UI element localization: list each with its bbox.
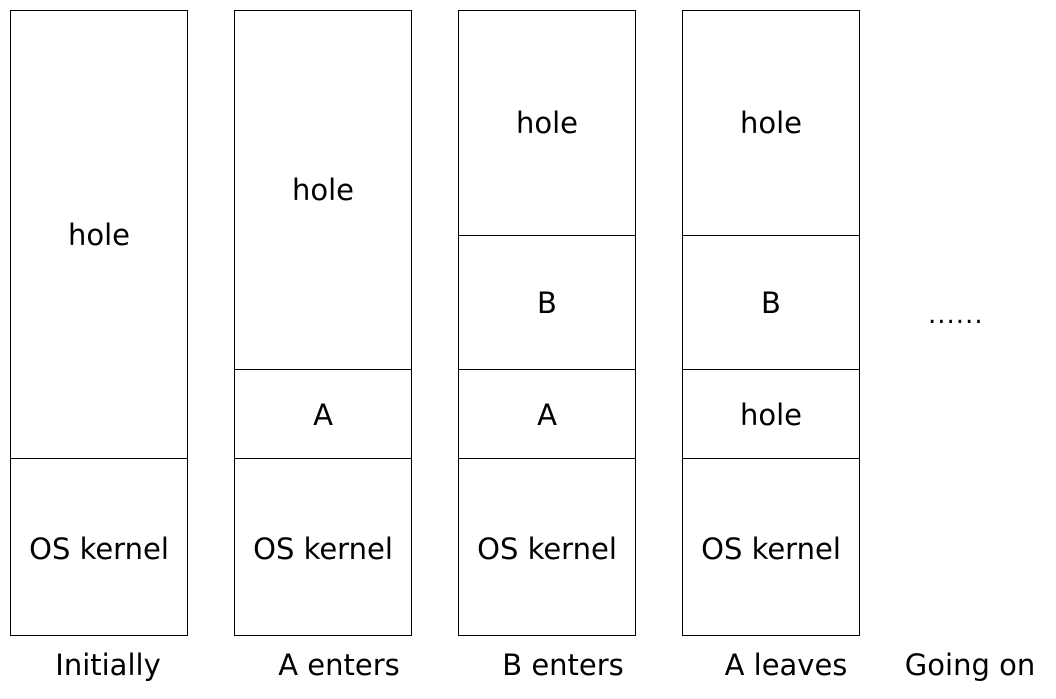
segment-os-kernel: OS kernel <box>459 458 635 638</box>
caption-going-on: Going on <box>904 648 1036 682</box>
segment-b: B <box>459 235 635 370</box>
caption-a-leaves: A leaves <box>724 648 848 682</box>
segment-hole: hole <box>739 106 803 140</box>
ellipsis: ...... <box>928 300 984 330</box>
caption-initially: Initially <box>55 648 161 682</box>
memory-column-a-leaves: hole B hole OS kernel <box>682 10 860 636</box>
memory-column-initially: hole OS kernel <box>10 10 188 636</box>
segment-hole: hole <box>291 173 355 207</box>
memory-column-a-enters: hole A OS kernel <box>234 10 412 636</box>
segment-a: A <box>459 369 635 459</box>
segment-hole: hole <box>67 217 131 252</box>
segment-os-kernel: OS kernel <box>683 458 859 638</box>
segment-hole: hole <box>515 106 579 140</box>
caption-b-enters: B enters <box>502 648 624 682</box>
segment-hole: hole <box>683 369 859 459</box>
segment-b: B <box>683 235 859 370</box>
segment-os-kernel: OS kernel <box>11 458 187 638</box>
segment-a: A <box>235 369 411 459</box>
segment-os-kernel: OS kernel <box>235 458 411 638</box>
caption-a-enters: A enters <box>278 648 400 682</box>
memory-column-b-enters: hole B A OS kernel <box>458 10 636 636</box>
